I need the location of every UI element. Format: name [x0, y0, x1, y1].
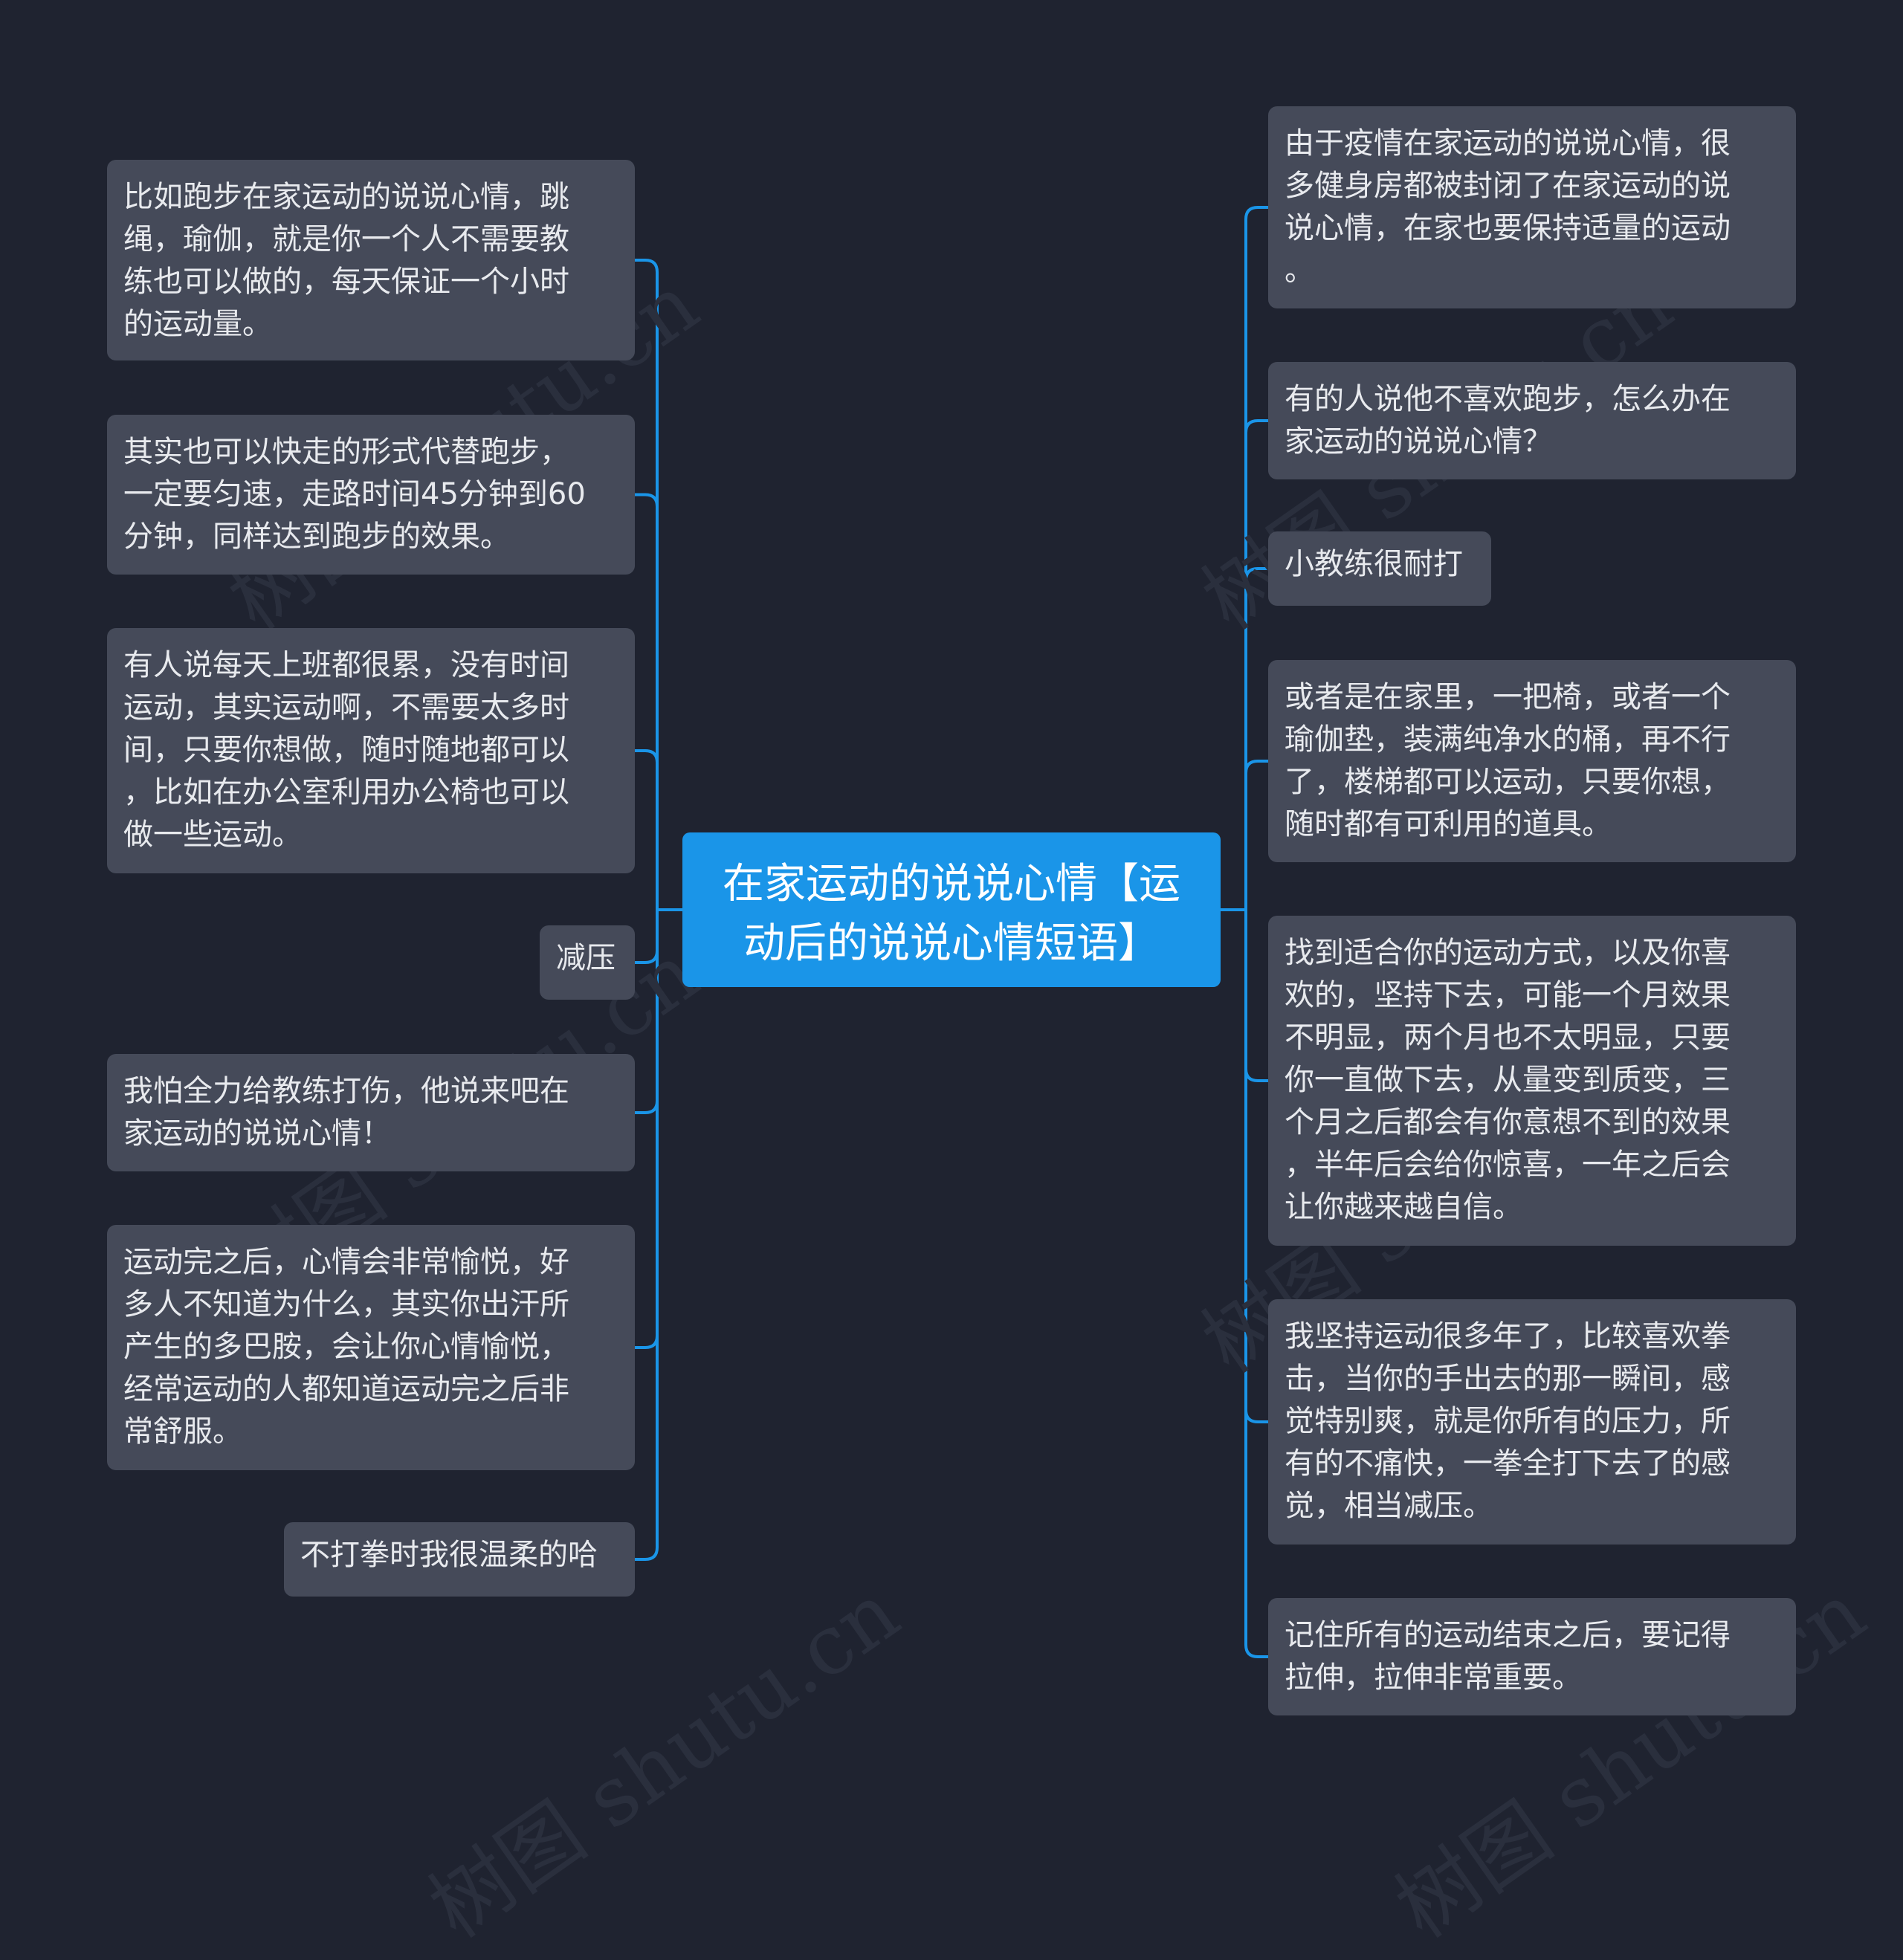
left-node-4[interactable]: 减压	[540, 925, 635, 1000]
right-branch-connector	[1244, 910, 1268, 1658]
right-branch-connector	[1244, 567, 1268, 910]
right-branch-connector	[1244, 910, 1268, 1082]
left-branch-connector	[635, 259, 659, 910]
right-branch-connector	[1244, 760, 1268, 910]
right-node-7[interactable]: 记住所有的运动结束之后，要记得 拉伸，拉伸非常重要。	[1268, 1598, 1796, 1715]
left-branch-connector	[635, 910, 659, 964]
left-node-7[interactable]: 不打拳时我很温柔的哈	[284, 1522, 635, 1597]
left-node-3[interactable]: 有人说每天上班都很累，没有时间 运动，其实运动啊，不需要太多时 间，只要你想做，…	[107, 628, 635, 873]
right-node-5[interactable]: 找到适合你的运动方式，以及你喜 欢的，坚持下去，可能一个月效果 不明显，两个月也…	[1268, 916, 1796, 1246]
right-branch-connector	[1244, 206, 1268, 910]
right-node-4[interactable]: 或者是在家里，一把椅，或者一个 瑜伽垫，装满纯净水的桶，再不行 了，楼梯都可以运…	[1268, 660, 1796, 862]
left-branch-connector	[635, 910, 659, 1561]
central-topic[interactable]: 在家运动的说说心情【运 动后的说说心情短语】	[682, 832, 1221, 987]
right-node-3[interactable]: 小教练很耐打	[1268, 531, 1491, 606]
left-branch-connector	[635, 910, 659, 1114]
left-branch-connector	[635, 493, 659, 910]
left-node-5[interactable]: 我怕全力给教练打伤，他说来吧在 家运动的说说心情！	[107, 1054, 635, 1171]
left-branch-connector	[635, 910, 659, 1349]
left-node-2[interactable]: 其实也可以快走的形式代替跑步， 一定要匀速，走路时间45分钟到60 分钟，同样达…	[107, 415, 635, 575]
left-node-1[interactable]: 比如跑步在家运动的说说心情，跳 绳，瑜伽，就是你一个人不需要教 练也可以做的，每…	[107, 160, 635, 360]
right-branch-connector	[1244, 419, 1268, 910]
right-node-6[interactable]: 我坚持运动很多年了，比较喜欢拳 击，当你的手出去的那一瞬间，感 觉特别爽，就是你…	[1268, 1299, 1796, 1545]
right-node-1[interactable]: 由于疫情在家运动的说说心情，很 多健身房都被封闭了在家运动的说 说心情，在家也要…	[1268, 106, 1796, 308]
right-branch-connector	[1244, 910, 1268, 1423]
connector-lines	[635, 206, 1268, 1658]
mindmap-canvas: 树图 shutu.cn 树图 shutu.cn 树图 shutu.cn 树图 s…	[107, 106, 1882, 1956]
left-branch-connector	[635, 749, 659, 910]
right-node-2[interactable]: 有的人说他不喜欢跑步，怎么办在 家运动的说说心情？	[1268, 362, 1796, 479]
left-node-6[interactable]: 运动完之后，心情会非常愉悦，好 多人不知道为什么，其实你出汗所 产生的多巴胺，会…	[107, 1225, 635, 1470]
